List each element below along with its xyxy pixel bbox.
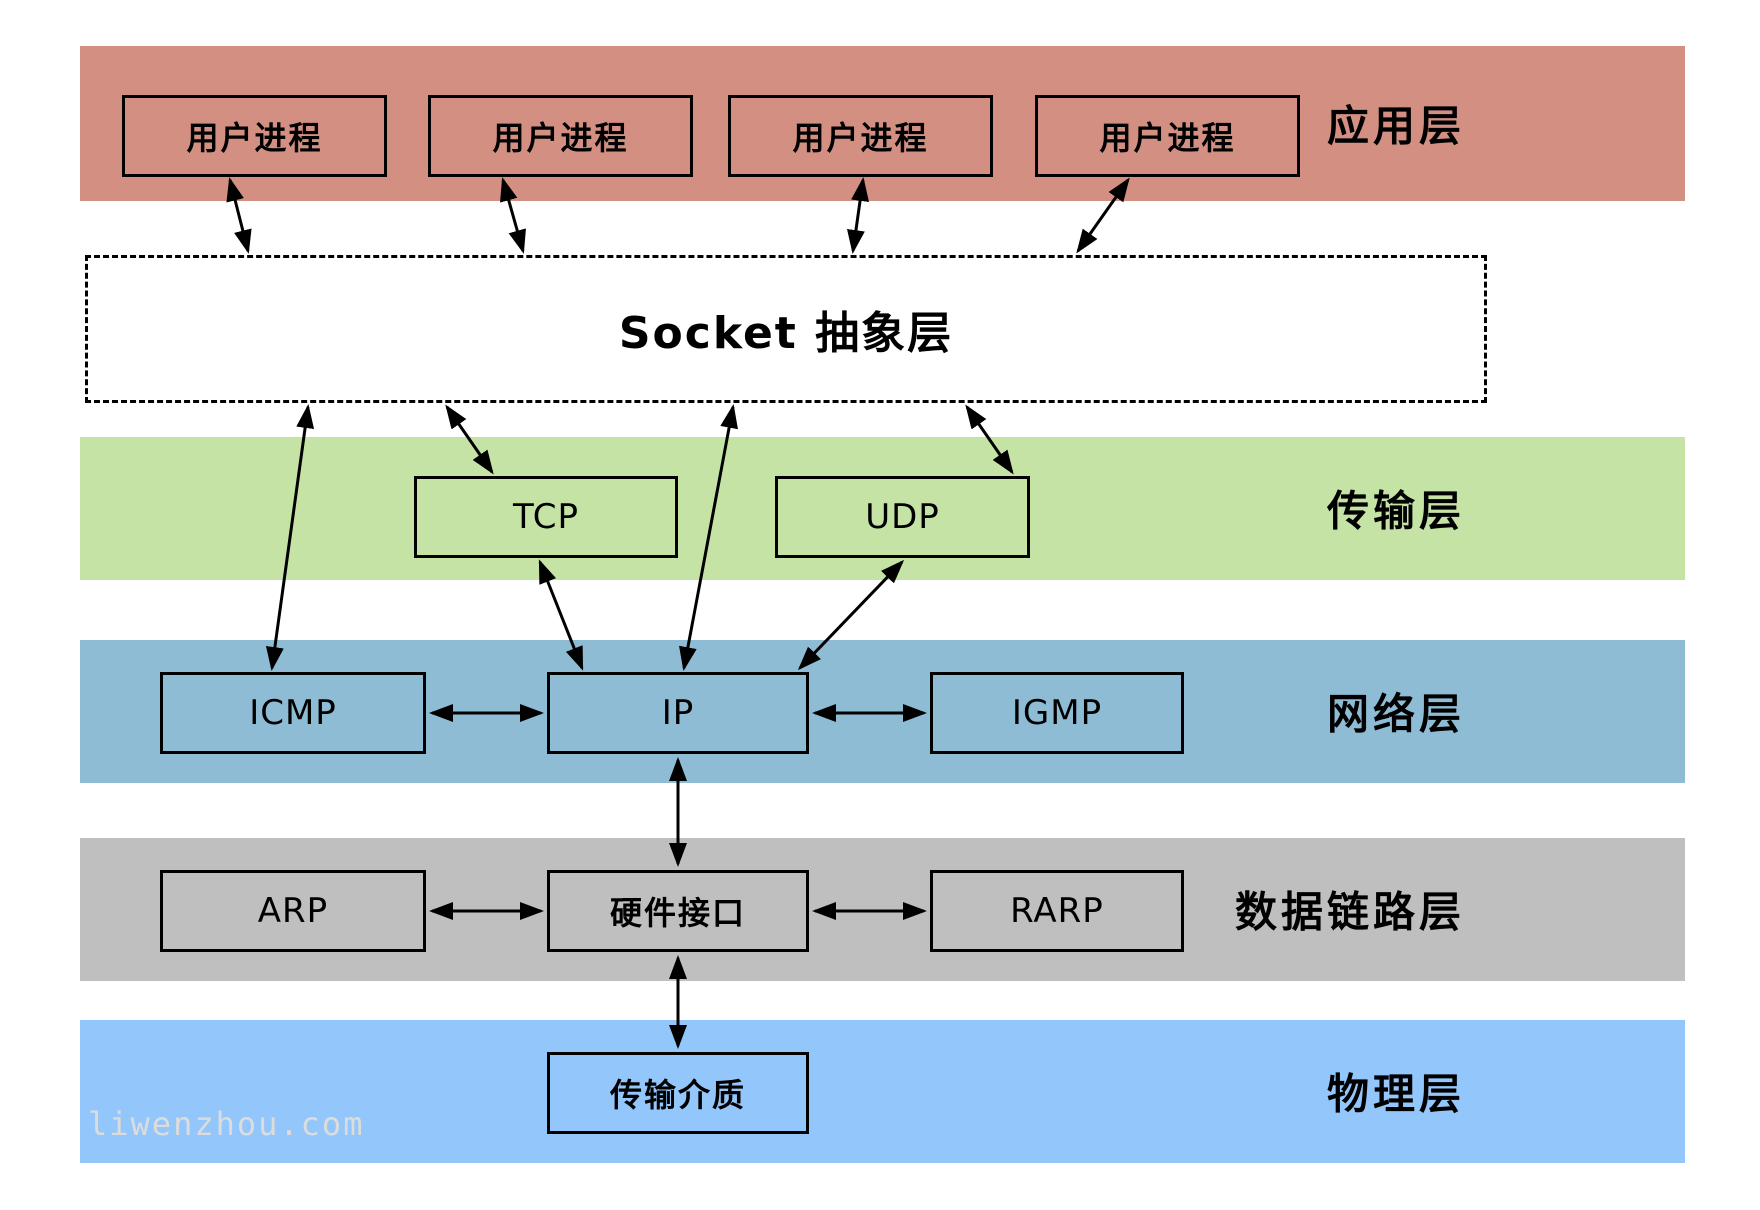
layer-label-network: 网络层	[1326, 689, 1465, 739]
watermark-text: liwenzhou.com	[88, 1105, 365, 1143]
node-icmp: ICMP	[160, 672, 426, 754]
node-ip: IP	[547, 672, 809, 754]
layer-label-application: 应用层	[1326, 101, 1465, 151]
band-physical-layer	[80, 1020, 1685, 1163]
socket-abstraction-label: Socket 抽象层	[618, 308, 954, 359]
node-udp: UDP	[775, 476, 1030, 558]
layer-label-datalink: 数据链路层	[1234, 887, 1465, 937]
node-hardware-interface: 硬件接口	[547, 870, 809, 952]
layer-label-transport: 传输层	[1326, 486, 1465, 536]
node-transmission-medium: 传输介质	[547, 1052, 809, 1134]
node-user-process-1: 用户进程	[122, 95, 387, 177]
node-igmp: IGMP	[930, 672, 1184, 754]
node-user-process-3: 用户进程	[728, 95, 993, 177]
node-rarp: RARP	[930, 870, 1184, 952]
node-arp: ARP	[160, 870, 426, 952]
socket-abstraction-box: Socket 抽象层	[85, 255, 1487, 403]
node-tcp: TCP	[414, 476, 678, 558]
layer-label-physical: 物理层	[1326, 1069, 1465, 1119]
node-user-process-4: 用户进程	[1035, 95, 1300, 177]
node-user-process-2: 用户进程	[428, 95, 693, 177]
